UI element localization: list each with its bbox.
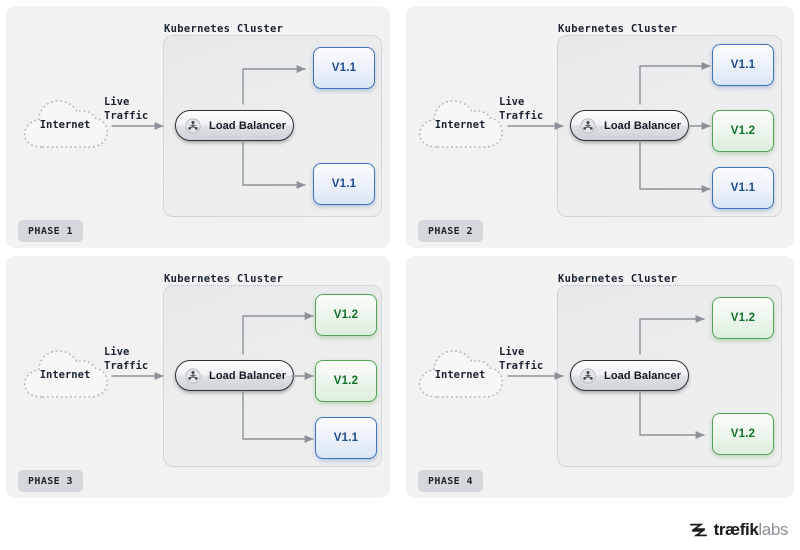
load-balancer-node[interactable]: Load Balancer <box>175 110 294 141</box>
kubernetes-node-icon <box>185 117 201 134</box>
kubernetes-node-icon <box>185 367 201 384</box>
load-balancer-label: Load Balancer <box>604 369 682 382</box>
phase-panel-1: Kubernetes Cluster Internet Live Traffic… <box>6 6 390 248</box>
cluster-title: Kubernetes Cluster <box>164 273 284 285</box>
cluster-title: Kubernetes Cluster <box>558 23 678 35</box>
live-traffic-label: Live Traffic <box>104 346 149 372</box>
cluster-title: Kubernetes Cluster <box>164 23 284 35</box>
service-node-v12-b[interactable]: V1.2 <box>712 413 774 455</box>
load-balancer-label: Load Balancer <box>209 119 287 132</box>
service-node-v12-b[interactable]: V1.2 <box>315 360 377 402</box>
kubernetes-node-icon <box>580 367 596 384</box>
service-node-v11-a[interactable]: V1.1 <box>712 44 774 86</box>
service-node-v11-b[interactable]: V1.1 <box>712 167 774 209</box>
service-node-v11-a[interactable]: V1.1 <box>315 417 377 459</box>
logo-wordmark-bold: træfik <box>713 520 759 539</box>
service-node-v12-a[interactable]: V1.2 <box>315 294 377 336</box>
cloud-icon: Internet <box>415 95 505 157</box>
service-node-v11-b[interactable]: V1.1 <box>313 163 375 205</box>
cloud-icon: Internet <box>20 345 110 407</box>
kubernetes-node-icon <box>580 117 596 134</box>
cluster-title: Kubernetes Cluster <box>558 273 678 285</box>
live-traffic-label: Live Traffic <box>499 346 544 372</box>
service-node-v11-a[interactable]: V1.1 <box>313 47 375 89</box>
service-node-v12-a[interactable]: V1.2 <box>712 110 774 152</box>
logo-wordmark-light: labs <box>758 520 788 539</box>
cloud-icon: Internet <box>20 95 110 157</box>
traefik-labs-logo: træfiklabs <box>689 520 788 540</box>
traefik-labs-mark-icon <box>689 523 707 537</box>
load-balancer-node[interactable]: Load Balancer <box>175 360 294 391</box>
logo-wordmark: træfiklabs <box>713 520 789 540</box>
load-balancer-node[interactable]: Load Balancer <box>570 360 689 391</box>
load-balancer-node[interactable]: Load Balancer <box>570 110 689 141</box>
live-traffic-label: Live Traffic <box>104 96 149 122</box>
phase-badge-1: PHASE 1 <box>18 220 83 242</box>
live-traffic-label: Live Traffic <box>499 96 544 122</box>
cloud-icon: Internet <box>415 345 505 407</box>
load-balancer-label: Load Balancer <box>604 119 682 132</box>
phase-badge-3: PHASE 3 <box>18 470 83 492</box>
phase-panel-4: Kubernetes Cluster Internet Live Traffic… <box>406 256 794 498</box>
phase-badge-4: PHASE 4 <box>418 470 483 492</box>
phase-panel-2: Kubernetes Cluster Internet Live Traffic… <box>406 6 794 248</box>
phase-panel-3: Kubernetes Cluster Internet Live Traffic… <box>6 256 390 498</box>
load-balancer-label: Load Balancer <box>209 369 287 382</box>
phase-badge-2: PHASE 2 <box>418 220 483 242</box>
service-node-v12-a[interactable]: V1.2 <box>712 297 774 339</box>
